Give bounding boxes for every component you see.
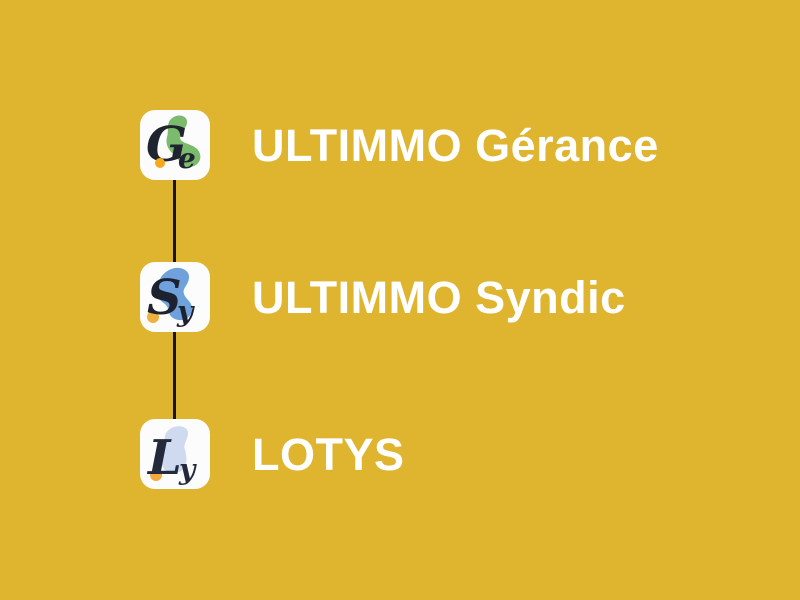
- node-label-lotys: LOTYS: [252, 428, 405, 480]
- ly-logo-icon: L y: [140, 419, 210, 489]
- logo-blob-shape: [166, 115, 201, 168]
- logo-initial-letter: G: [146, 117, 187, 173]
- sy-logo-icon: S y: [140, 262, 210, 332]
- logo-second-letter: e: [178, 142, 196, 175]
- logo-second-letter: y: [178, 453, 197, 486]
- logo-ultimmo-gerance: G e: [140, 110, 210, 180]
- logo-ultimmo-syndic: S y: [140, 262, 210, 332]
- node-ultimmo-gerance[interactable]: G e ULTIMMO Gérance: [140, 110, 659, 180]
- logo-blob-shape: [161, 426, 189, 473]
- ge-logo-icon: G e: [140, 110, 210, 180]
- logo-dot: [155, 158, 165, 168]
- logo-dot: [147, 311, 159, 323]
- logo-dot: [150, 469, 162, 481]
- logo-blob-shape: [155, 267, 193, 321]
- node-label-ultimmo-gerance: ULTIMMO Gérance: [252, 119, 659, 171]
- logo-initial-letter: S: [147, 270, 182, 326]
- node-lotys[interactable]: L y LOTYS: [140, 419, 405, 489]
- node-ultimmo-syndic[interactable]: S y ULTIMMO Syndic: [140, 262, 626, 332]
- logo-initial-letter: L: [146, 430, 182, 486]
- logo-lotys: L y: [140, 419, 210, 489]
- logo-second-letter: y: [176, 295, 195, 328]
- node-label-ultimmo-syndic: ULTIMMO Syndic: [252, 271, 626, 323]
